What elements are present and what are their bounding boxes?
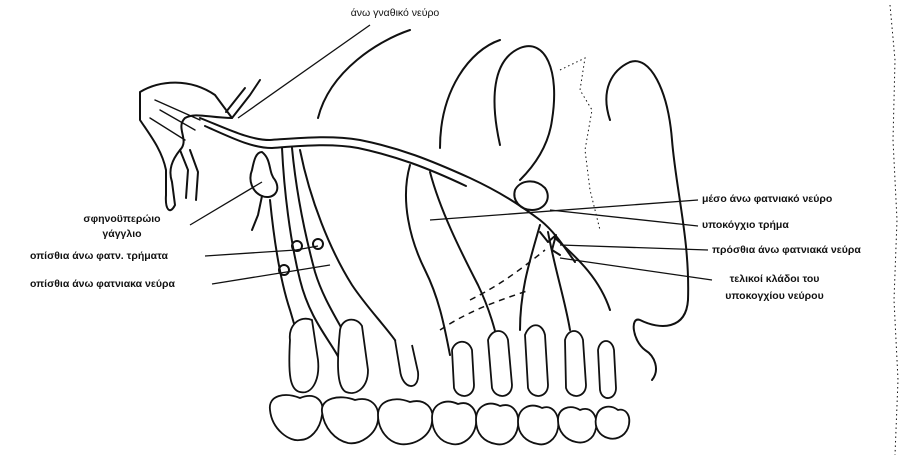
label-terminal-branches-line1: τελικοί κλάδοι του bbox=[712, 273, 837, 286]
teeth-row bbox=[270, 319, 629, 445]
posterior-alveolar-nerves bbox=[270, 148, 405, 360]
label-middle-alveolar-nerve: μέσο άνω φατνιακό νεύρο bbox=[702, 193, 832, 206]
leader-lines bbox=[190, 25, 712, 284]
leader-terminal bbox=[560, 258, 712, 280]
middle-alveolar-nerve bbox=[406, 165, 500, 355]
label-ganglion-line1: σφηνοϋπερώιο bbox=[62, 213, 182, 226]
leader-post-nerves bbox=[212, 265, 330, 284]
label-posterior-foramina: οπίσθια άνω φατν. τρήματα bbox=[30, 250, 168, 263]
sphenoid-bone bbox=[140, 83, 232, 211]
leader-middle-nerve bbox=[430, 200, 698, 220]
leader-post-foramina-1 bbox=[205, 250, 296, 256]
label-posterior-nerves: οπίσθια άνω φατνιακα νεύρα bbox=[30, 278, 175, 291]
maxillary-nerve-trunk bbox=[200, 80, 575, 262]
pterygopalatine-ganglion bbox=[250, 152, 277, 230]
leader-foramen bbox=[550, 210, 698, 226]
label-ganglion-line2: γάγγλιο bbox=[62, 228, 182, 241]
label-anterior-alveolar-nerves: πρόσθια άνω φατνιακά νεύρα bbox=[712, 244, 861, 257]
label-maxillary-nerve: άνω γναθικό νεύρο bbox=[320, 7, 470, 20]
anterior-alveolar-nerves bbox=[440, 181, 610, 330]
label-infraorbital-foramen: υποκόγχιο τρήμα bbox=[702, 219, 789, 232]
leader-top-nerve bbox=[238, 25, 370, 118]
leader-ganglion bbox=[190, 182, 262, 225]
label-terminal-branches-line2: υποκογχίου νεύρου bbox=[712, 290, 837, 303]
